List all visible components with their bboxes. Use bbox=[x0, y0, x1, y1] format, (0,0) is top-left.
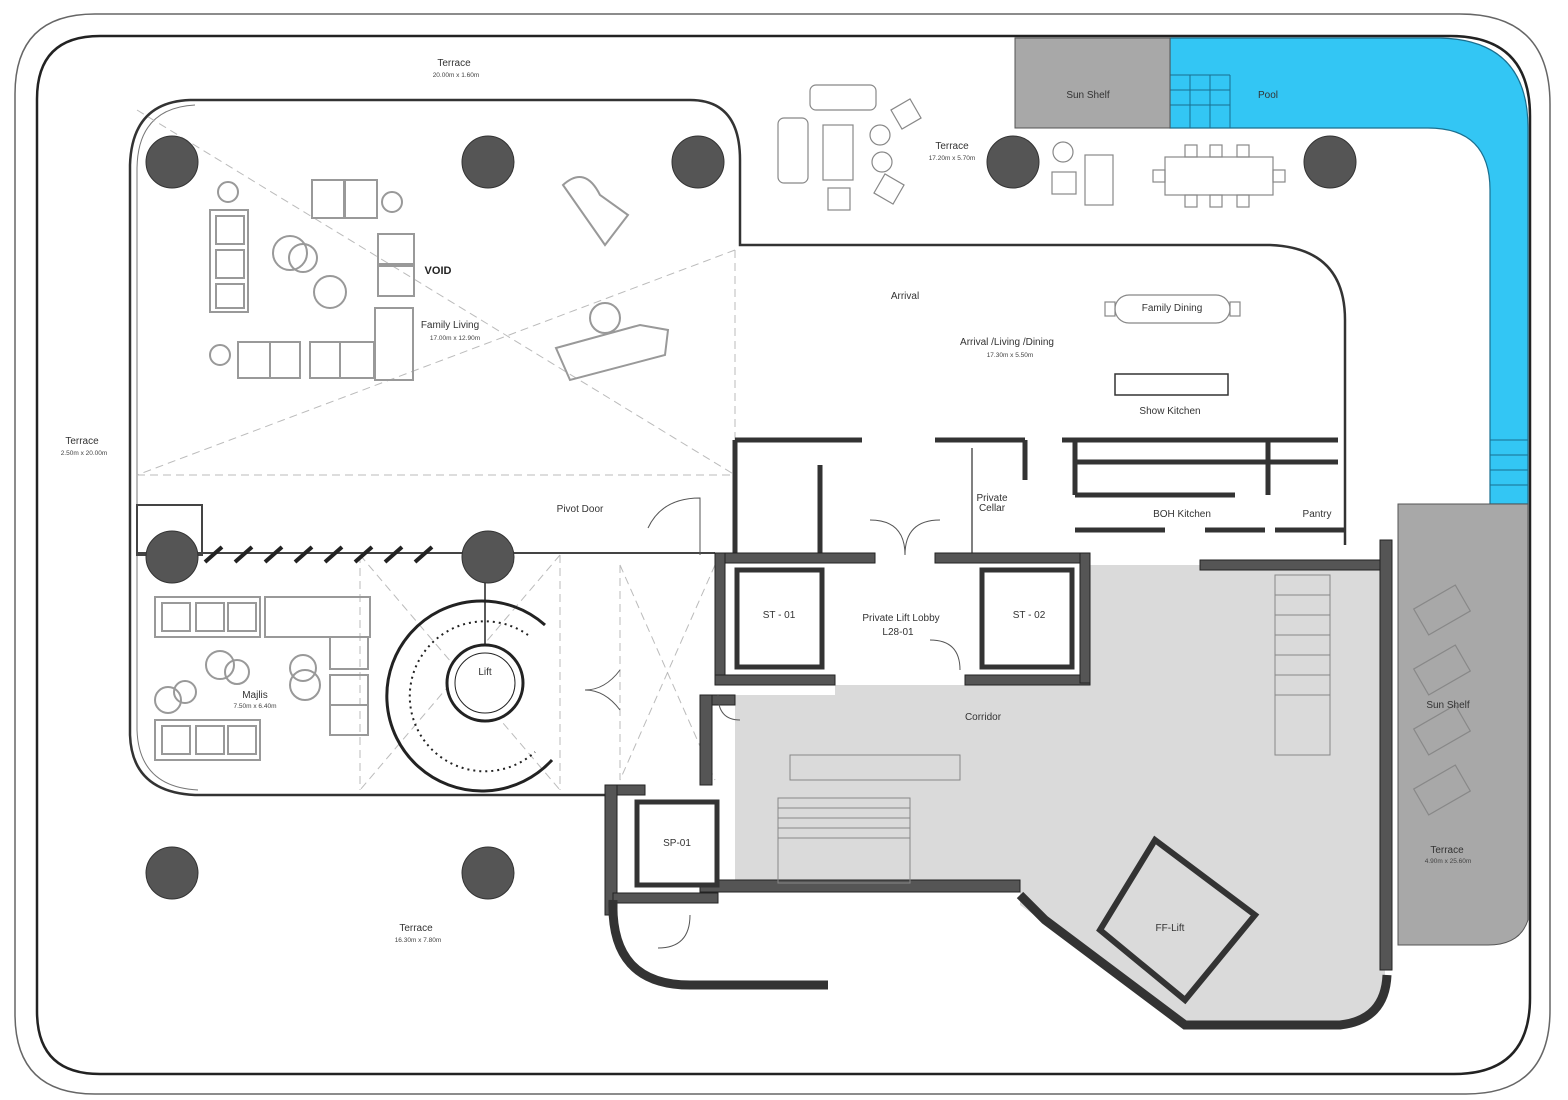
sun-loungers bbox=[1412, 584, 1472, 816]
majlis-dims: 7.50m x 6.40m bbox=[233, 703, 277, 710]
show-kitchen-label: Show Kitchen bbox=[1139, 406, 1201, 417]
family-living-furniture bbox=[209, 176, 670, 382]
pool bbox=[1169, 37, 1529, 505]
st01-label: ST - 01 bbox=[762, 610, 796, 621]
pool-steps bbox=[1170, 74, 1528, 486]
pantry-label: Pantry bbox=[1302, 509, 1332, 520]
family-dining-table bbox=[1104, 294, 1241, 324]
family-living-dims: 17.00m x 12.90m bbox=[429, 335, 481, 342]
terrace-top-label: Terrace bbox=[437, 58, 471, 69]
screen-slats bbox=[203, 545, 434, 564]
sp01-box bbox=[634, 799, 720, 888]
family-dining-label: Family Dining bbox=[1141, 303, 1203, 314]
kitchen-walls bbox=[732, 437, 1345, 555]
void-label: VOID bbox=[424, 265, 452, 277]
column bbox=[145, 530, 199, 584]
outdoor-dining bbox=[1051, 141, 1286, 208]
ff-lift-box bbox=[1096, 835, 1260, 1005]
family-living-label: Family Living bbox=[420, 320, 480, 331]
private-lift-lobby-label: Private Lift Lobby bbox=[862, 613, 940, 624]
slab-outline bbox=[14, 13, 1551, 1095]
private-cellar-label: Private Cellar bbox=[976, 493, 1008, 514]
arrival-living-dining-label: Arrival /Living /Dining bbox=[960, 337, 1054, 348]
private-lift-lobby-code: L28-01 bbox=[882, 627, 914, 638]
column bbox=[986, 135, 1040, 189]
pivot-door-label: Pivot Door bbox=[556, 504, 604, 515]
lift-label: Lift bbox=[478, 667, 492, 678]
terrace-top-right-label: Terrace bbox=[935, 141, 969, 152]
spiral-stair bbox=[385, 555, 554, 793]
pool-label: Pool bbox=[1257, 90, 1279, 101]
ff-lift-label: FF-Lift bbox=[1155, 923, 1185, 934]
column bbox=[461, 846, 515, 900]
arrival-label: Arrival bbox=[890, 291, 920, 302]
terrace-bottom-dims: 16.30m x 7.80m bbox=[394, 937, 442, 944]
corridor-label: Corridor bbox=[964, 712, 1002, 723]
terrace-top-right-dims: 17.20m x 5.70m bbox=[928, 155, 976, 162]
void-lines bbox=[136, 109, 736, 791]
st02-label: ST - 02 bbox=[1012, 610, 1046, 621]
west-wall-inner bbox=[136, 104, 199, 791]
terrace-right-dims: 4.90m x 25.60m bbox=[1424, 858, 1472, 865]
kitchen-island bbox=[1114, 373, 1229, 396]
st01-box bbox=[734, 567, 825, 670]
st02-box bbox=[979, 567, 1075, 670]
sun-shelf-right-label: Sun Shelf bbox=[1426, 700, 1470, 711]
ff-wall bbox=[1016, 891, 1392, 1030]
living-block-outline bbox=[190, 98, 1347, 545]
core-walls bbox=[604, 539, 1393, 971]
boh-kitchen-label: BOH Kitchen bbox=[1153, 509, 1211, 520]
service-curve bbox=[608, 899, 828, 990]
sun-shelf-top-label: Sun Shelf bbox=[1066, 90, 1110, 101]
sp01-label: SP-01 bbox=[663, 838, 691, 849]
slab-inner-outline bbox=[35, 34, 1532, 1076]
sun-shelf-top bbox=[1014, 37, 1171, 129]
column bbox=[671, 135, 725, 189]
column bbox=[145, 135, 199, 189]
sun-shelf-right bbox=[1397, 503, 1529, 946]
corridor-stairs bbox=[777, 574, 1331, 884]
column bbox=[1303, 135, 1357, 189]
terrace-right-label: Terrace bbox=[1430, 845, 1464, 856]
arrival-living-dining-dims: 17.30m x 5.50m bbox=[986, 352, 1034, 359]
west-wall bbox=[128, 98, 605, 797]
columns bbox=[145, 135, 1357, 900]
doors bbox=[584, 497, 961, 949]
column bbox=[461, 135, 515, 189]
terrace-top-dims: 20.00m x 1.60m bbox=[432, 72, 480, 79]
majlis-furniture bbox=[154, 596, 371, 761]
terrace-lounge bbox=[777, 84, 922, 211]
majlis-label: Majlis bbox=[242, 690, 268, 701]
terrace-bottom-label: Terrace bbox=[399, 923, 433, 934]
terrace-left-dims: 2.50m x 20.00m bbox=[60, 450, 108, 457]
column bbox=[145, 846, 199, 900]
column bbox=[461, 530, 515, 584]
terrace-left-label: Terrace bbox=[65, 436, 99, 447]
